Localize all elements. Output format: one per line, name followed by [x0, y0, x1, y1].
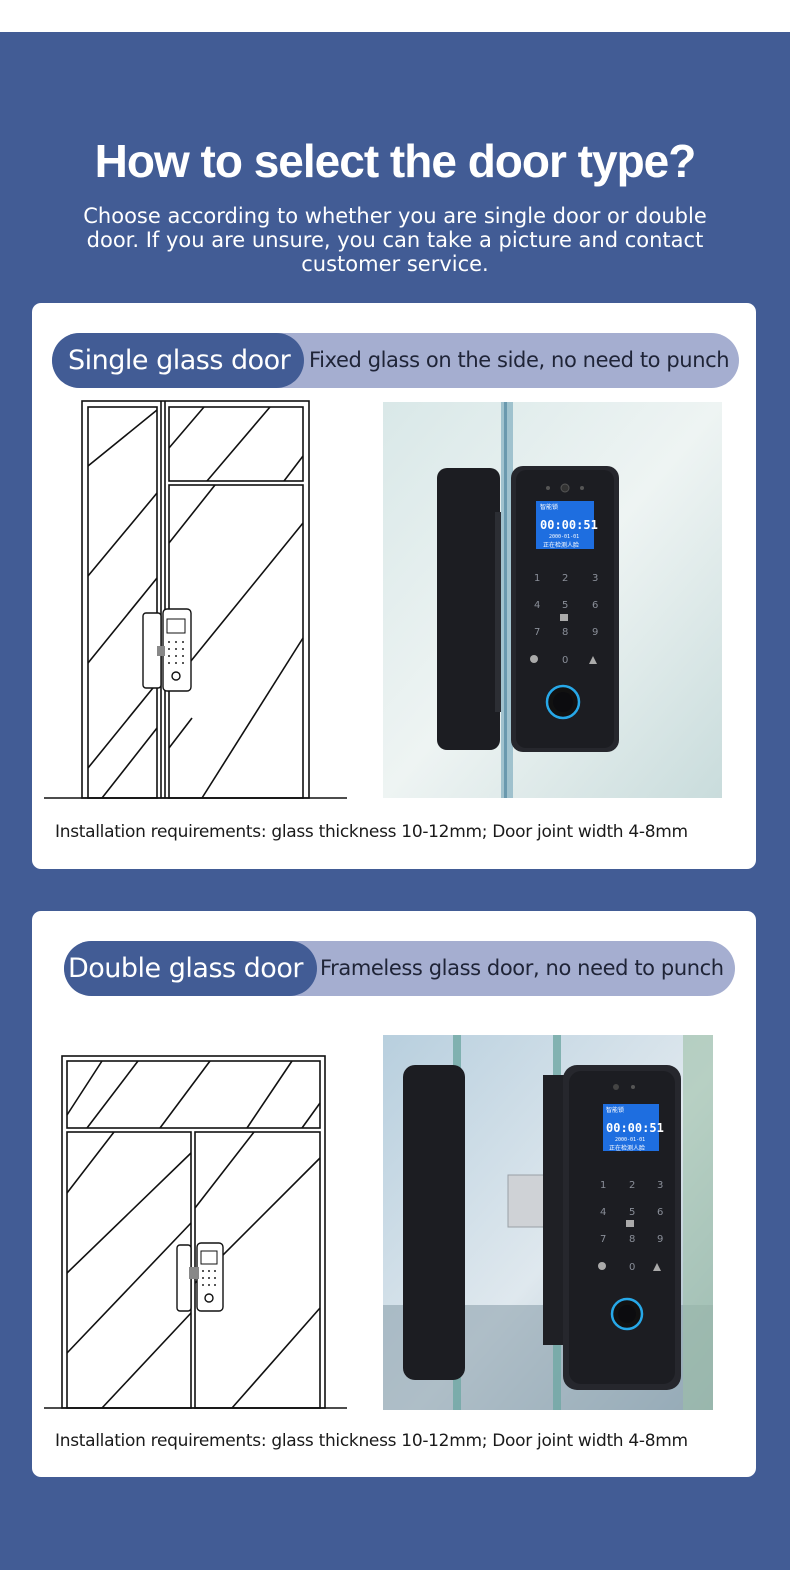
svg-text:6: 6: [592, 600, 598, 611]
lock-screen-time: 00:00:51: [606, 1121, 664, 1135]
svg-text:3: 3: [657, 1180, 663, 1191]
svg-text:4: 4: [534, 600, 540, 611]
double-door-label: Double glass door: [64, 941, 317, 996]
single-door-requirements: Installation requirements: glass thickne…: [55, 822, 688, 842]
double-door-card: Double glass door Frameless glass door, …: [32, 911, 756, 1477]
double-door-drawing: [44, 1055, 347, 1409]
svg-text:1: 1: [534, 573, 540, 584]
door-lock-icon: [142, 608, 192, 692]
double-door-description: Frameless glass door, no need to punch: [320, 956, 724, 980]
gear-icon: [598, 1262, 606, 1270]
svg-text:智能锁: 智能锁: [540, 503, 558, 511]
gear-icon: [530, 655, 538, 663]
svg-text:7: 7: [600, 1234, 606, 1245]
single-door-lock-photo: 智能锁 00:00:51 2000-01-01 正在检测人脸 1 2 3 4 5 6 7…: [383, 402, 722, 798]
fingerprint-icon: [610, 1297, 644, 1331]
svg-text:8: 8: [629, 1234, 635, 1245]
double-door-requirements: Installation requirements: glass thickne…: [55, 1431, 688, 1451]
svg-text:6: 6: [657, 1207, 663, 1218]
svg-text:正在检测人脸: 正在检测人脸: [543, 541, 579, 549]
single-door-card: Single glass door Fixed glass on the sid…: [32, 303, 756, 869]
fingerprint-icon: [545, 684, 581, 720]
svg-text:0: 0: [562, 655, 568, 666]
svg-text:正在检测人脸: 正在检测人脸: [609, 1144, 645, 1152]
svg-text:2000-01-01: 2000-01-01: [549, 534, 579, 540]
page-subtitle: Choose according to whether you are sing…: [83, 204, 707, 276]
svg-text:9: 9: [592, 627, 598, 638]
svg-text:5: 5: [562, 600, 568, 611]
svg-text:0: 0: [629, 1262, 635, 1273]
door-lock-icon: [176, 1242, 224, 1312]
double-door-lock-photo: 智能锁 00:00:51 2000-01-01 正在检测人脸 1 2 3 4 5 6 7…: [383, 1035, 713, 1410]
single-door-label: Single glass door: [52, 333, 305, 388]
page-title: How to select the door type?: [94, 135, 697, 187]
svg-text:2: 2: [629, 1180, 635, 1191]
single-door-label-pill: Single glass door Fixed glass on the sid…: [52, 333, 739, 388]
svg-text:9: 9: [657, 1234, 663, 1245]
svg-text:4: 4: [600, 1207, 606, 1218]
svg-text:3: 3: [592, 573, 598, 584]
lock-screen-time: 00:00:51: [540, 518, 598, 532]
svg-text:8: 8: [562, 627, 568, 638]
svg-text:2: 2: [562, 573, 568, 584]
single-door-description: Fixed glass on the side, no need to punc…: [309, 348, 730, 372]
svg-text:5: 5: [629, 1207, 635, 1218]
svg-text:2000-01-01: 2000-01-01: [615, 1137, 645, 1143]
svg-text:7: 7: [534, 627, 540, 638]
bell-icon: [653, 1263, 661, 1271]
bell-icon: [589, 656, 597, 664]
svg-text:1: 1: [600, 1180, 606, 1191]
double-door-label-pill: Double glass door Frameless glass door, …: [64, 941, 735, 996]
svg-text:智能锁: 智能锁: [606, 1106, 624, 1114]
single-door-drawing: [44, 400, 347, 799]
